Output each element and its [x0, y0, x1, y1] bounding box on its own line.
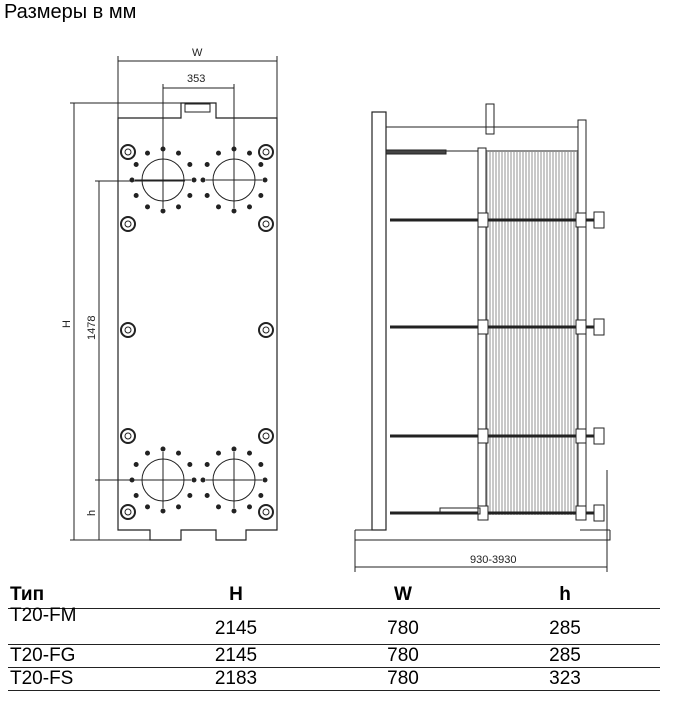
dimensions-table: Тип H W h T20-FM 2145 780 285 T20-FG 214… — [8, 580, 660, 691]
cell-W: 780 — [387, 618, 419, 639]
cell-W: 780 — [387, 668, 419, 689]
technical-drawing: W 353 H 1478 h 930-3930 — [61, 47, 611, 572]
table-row: T20-FG 2145 780 285 — [8, 645, 660, 668]
cell-h: 285 — [549, 618, 581, 639]
bolt — [258, 144, 274, 160]
front-view: W 353 H 1478 h — [61, 47, 278, 541]
bolt — [120, 144, 136, 160]
tie-bar — [390, 211, 605, 229]
port-circle — [200, 446, 268, 514]
low-port-label: h — [86, 510, 98, 516]
bolt — [258, 428, 274, 444]
cell-W: 780 — [387, 645, 419, 666]
cell-type: T20-FM — [10, 605, 77, 626]
length-dimension-label: 930-3930 — [470, 554, 517, 566]
header-h: h — [559, 584, 571, 605]
width-dimension-label: W — [192, 47, 203, 59]
tie-bar — [390, 318, 605, 336]
cell-H: 2145 — [214, 645, 258, 666]
cell-H: 2145 — [214, 618, 258, 639]
table-header: Тип H W h — [8, 580, 660, 609]
bolt — [120, 504, 136, 520]
header-H: H — [229, 584, 243, 605]
cell-H: 2183 — [214, 668, 258, 689]
cell-type: T20-FG — [10, 645, 76, 666]
cell-h: 323 — [549, 668, 581, 689]
tie-bar — [390, 504, 605, 522]
port-spacing-label: 353 — [187, 73, 205, 85]
cell-type: T20-FS — [10, 668, 74, 689]
table-row: T20-FM 2145 780 285 — [8, 605, 660, 645]
header-W: W — [394, 584, 412, 605]
cell-h: 285 — [549, 645, 581, 666]
table-row: T20-FS 2183 780 323 — [8, 668, 660, 691]
bolt — [120, 428, 136, 444]
bolt — [258, 322, 274, 338]
port-vertical-label: 1478 — [86, 316, 98, 340]
tie-bar — [390, 427, 605, 445]
bolt — [120, 322, 136, 338]
header-type: Тип — [10, 584, 45, 605]
page-title: Размеры в мм — [4, 1, 137, 23]
bolt — [258, 504, 274, 520]
height-dimension-label: H — [61, 320, 73, 328]
bolt — [258, 216, 274, 232]
bolt — [120, 216, 136, 232]
side-view: 930-3930 — [354, 103, 611, 572]
